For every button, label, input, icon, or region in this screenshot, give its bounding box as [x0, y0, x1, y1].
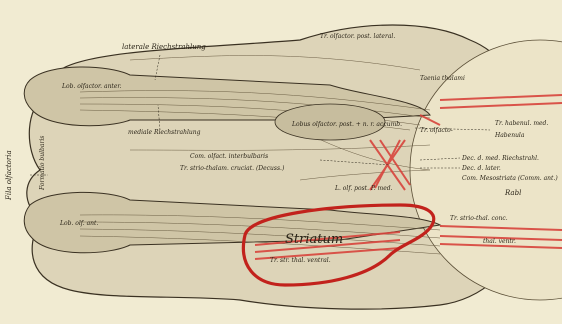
label-tr-striothalam: Tr. strio-thalam. cruciat. (Decuss.) — [180, 165, 285, 172]
label-tr-strio-thal-conc: Tr. strio-thal. conc. — [450, 215, 508, 222]
label-tr-habenular: Tr. habenul. med. — [495, 120, 548, 127]
label-rabl: Rabl — [504, 189, 521, 197]
label-lob-olf-post-p-med: L. olf. post. P. med. — [334, 185, 393, 192]
label-formatio-bulbaris: Formatio bulbaris — [39, 136, 46, 191]
label-dec-d-med: Dec. d. med. Riechstrahl. — [461, 155, 539, 162]
label-lobus-olf-post: Lobus olfactor. post. + n. r. accumb. — [291, 121, 402, 128]
label-taenia: Taenia thalami — [420, 75, 465, 82]
label-tr-olf-postlat: Tr. olfactor. post. lateral. — [320, 33, 395, 40]
label-thal-ventr: thal. ventr. — [483, 238, 516, 245]
label-tr-olfacto: Tr. olfacto- — [420, 127, 453, 134]
label-lob-olf-anter: Lob. olfactor. anter. — [61, 83, 122, 90]
label-mediale-riechstrahlung: mediale Riechstrahlung — [128, 129, 201, 136]
label-lat-riechstrahlung: laterale Riechstrahlung — [122, 43, 206, 51]
label-fila-olfactoria: Fila olfactoria — [5, 150, 13, 201]
label-com-olfact: Com. olfact. interbulbaris — [190, 153, 268, 160]
label-habenula: Habenula — [494, 132, 525, 139]
label-lob-olf-ant-lower: Lob. olf. ant. — [59, 220, 98, 227]
label-com-mesostriat: Com. Mesostriata (Comm. ant.) — [462, 175, 558, 182]
label-dec-d-later: Dec. d. later. — [461, 165, 501, 172]
label-tr-str-thal-ventral: Tr. str. thal. ventral. — [270, 257, 331, 264]
label-striatum: Striatum — [285, 232, 343, 247]
